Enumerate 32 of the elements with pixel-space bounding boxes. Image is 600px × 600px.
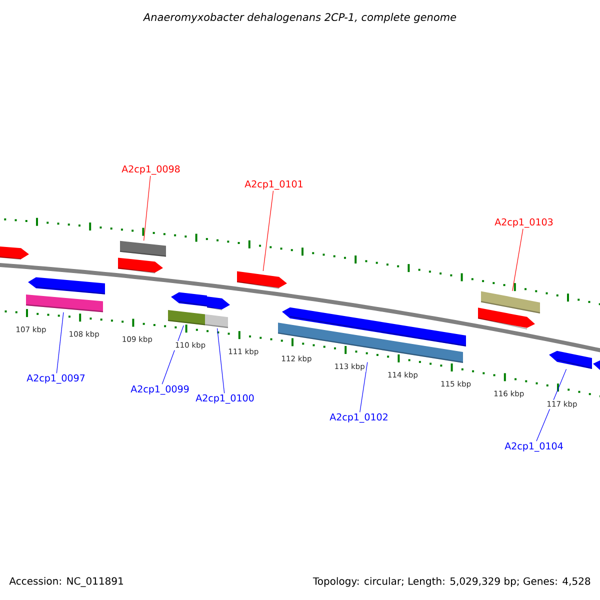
gene-block xyxy=(171,292,208,307)
gene-block xyxy=(204,314,228,328)
gene-label: A2cp1_0103 xyxy=(494,218,553,228)
gene-block xyxy=(118,258,163,274)
gene-label: A2cp1_0097 xyxy=(26,374,85,384)
gene-block xyxy=(593,360,600,373)
leader-line xyxy=(144,176,151,241)
gene-label: A2cp1_0098 xyxy=(122,165,180,175)
accession-text: Accession: NC_011891 xyxy=(9,577,123,587)
gene-block xyxy=(28,277,106,294)
leader-line xyxy=(360,362,368,412)
gene-label: A2cp1_0100 xyxy=(196,394,254,404)
leader-line xyxy=(262,190,274,272)
gene-block xyxy=(478,308,535,330)
leader-line xyxy=(512,228,524,292)
gene-label: A2cp1_0102 xyxy=(330,413,388,423)
gene-block xyxy=(0,246,29,260)
gene-block xyxy=(206,296,230,310)
gene-block xyxy=(236,271,287,289)
leader-line xyxy=(56,312,64,374)
gene-label: A2cp1_0099 xyxy=(130,385,189,395)
gene-block xyxy=(120,240,166,257)
title: Anaeromyxobacter dehalogenans 2CP-1, complete genome xyxy=(142,12,456,24)
gene-label: A2cp1_0101 xyxy=(244,180,302,190)
leader-line xyxy=(216,328,225,394)
gene-label: A2cp1_0104 xyxy=(504,442,563,452)
gene-block xyxy=(278,322,464,363)
gene-block xyxy=(26,294,104,312)
gene-block xyxy=(480,291,540,314)
genome-info-text: Topology: circular; Length: 5,029,329 bp; Genes: 4,528 xyxy=(312,577,590,587)
gene-block xyxy=(168,310,206,326)
gene-block xyxy=(282,307,466,346)
